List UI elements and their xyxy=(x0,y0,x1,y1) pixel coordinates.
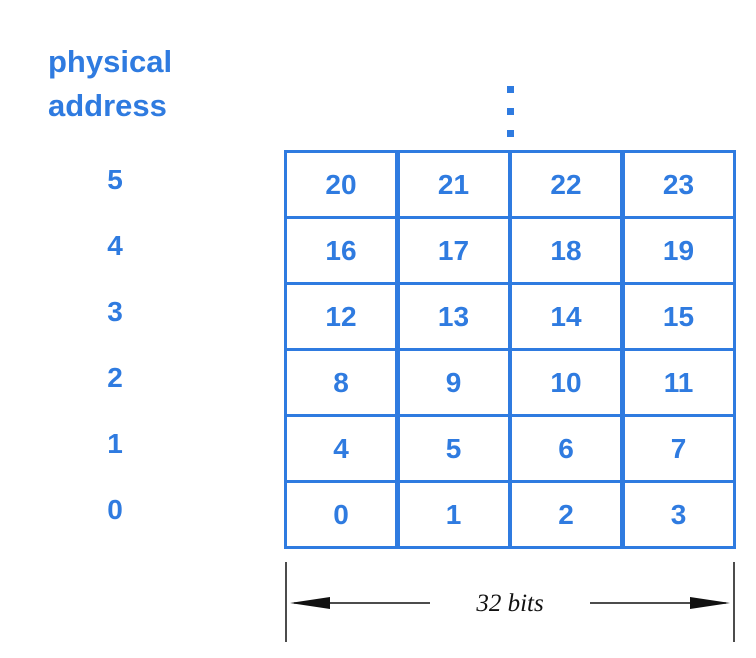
physical-address-heading: physical address xyxy=(48,40,172,128)
byte-cell: 13 xyxy=(396,282,511,351)
byte-cell: 7 xyxy=(621,414,736,483)
dimension-lines xyxy=(285,562,735,642)
continuation-dots xyxy=(505,86,515,140)
byte-cell: 18 xyxy=(509,216,623,285)
byte-cell: 5 xyxy=(396,414,511,483)
byte-cell: 14 xyxy=(509,282,623,351)
address-label: 5 xyxy=(107,164,123,195)
byte-cell: 4 xyxy=(284,414,398,483)
address-label: 4 xyxy=(107,230,123,261)
byte-cell: 22 xyxy=(509,150,623,219)
byte-cell: 8 xyxy=(284,348,398,417)
address-label: 3 xyxy=(107,296,123,327)
heading-line-1: physical xyxy=(48,44,173,79)
width-dimension: 32 bits xyxy=(280,560,750,644)
byte-cell: 9 xyxy=(396,348,511,417)
right-arrowhead-icon xyxy=(690,597,730,609)
left-arrowhead-icon xyxy=(290,597,330,609)
address-label: 0 xyxy=(107,494,123,525)
byte-cell: 6 xyxy=(509,414,623,483)
width-label: 32 bits xyxy=(476,590,544,617)
byte-cell: 19 xyxy=(621,216,736,285)
byte-cell: 15 xyxy=(621,282,736,351)
byte-cell: 1 xyxy=(396,480,511,549)
byte-cell: 0 xyxy=(284,480,398,549)
byte-cell: 3 xyxy=(621,480,736,549)
byte-cell: 21 xyxy=(396,150,511,219)
heading-line-2: address xyxy=(48,88,167,123)
byte-cell: 12 xyxy=(284,282,398,351)
byte-cell: 17 xyxy=(396,216,511,285)
byte-cell: 11 xyxy=(621,348,736,417)
byte-cell: 10 xyxy=(509,348,623,417)
byte-cell: 16 xyxy=(284,216,398,285)
byte-cell: 20 xyxy=(284,150,398,219)
address-label: 1 xyxy=(107,428,123,459)
byte-cell: 23 xyxy=(621,150,736,219)
address-label: 2 xyxy=(107,362,123,393)
byte-cell: 2 xyxy=(509,480,623,549)
